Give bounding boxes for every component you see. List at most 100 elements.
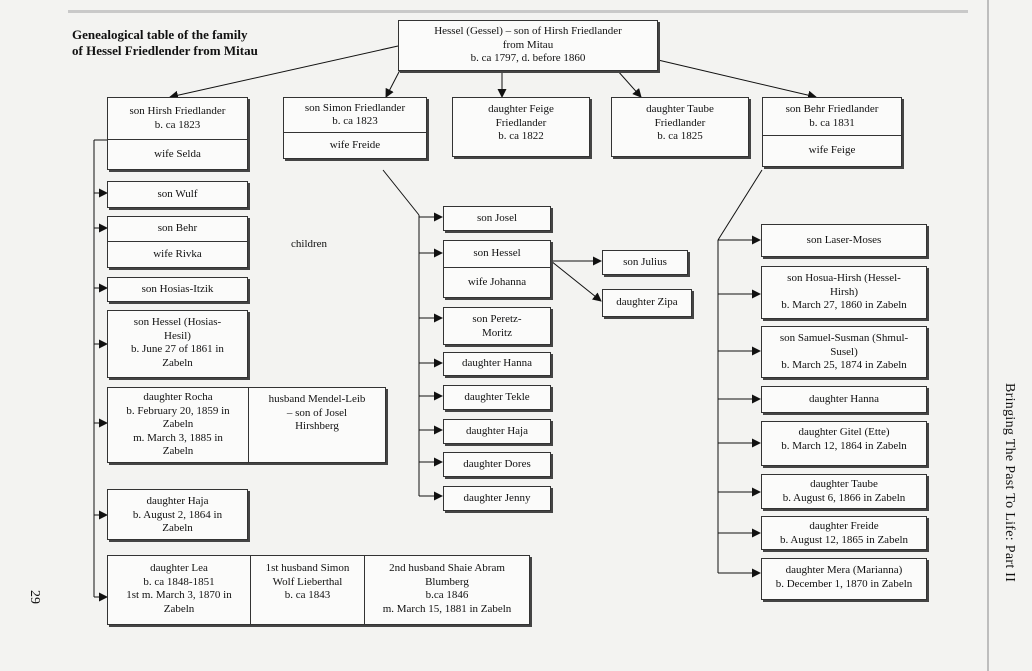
hosua-line-2: Hirsh) <box>829 285 859 298</box>
hosua-line-1: son Hosua-Hirsh (Hessel- <box>787 272 901 284</box>
behr-name: son Behr Friedlander <box>785 103 879 115</box>
zipa-label: daughter Zipa <box>616 296 678 309</box>
behr-son-label: son Behr <box>157 222 198 235</box>
rocha-line-1: daughter Rocha <box>143 391 213 404</box>
root-line-1: Hessel (Gessel) – son of Hirsh Friedland… <box>434 25 622 37</box>
son-behr-box: son Behr Friedlander b. ca 1831 wife Fei… <box>762 97 902 167</box>
behr-son-wife: wife Rivka <box>153 247 202 260</box>
daughter-tekle-box: daughter Tekle <box>443 385 551 410</box>
mera-line-2: b. December 1, 1870 in Zabeln <box>775 577 913 590</box>
lea-line-3: 1st m. March 3, 1870 in <box>126 589 232 601</box>
hirsh-wife: wife Selda <box>154 147 201 160</box>
samuel-line-1: son Samuel-Susman (Shmul- <box>779 332 909 344</box>
son-peretz-box: son Peretz- Moritz <box>443 307 551 345</box>
daughter-feige-box: daughter Feige Friedlander b. ca 1822 <box>452 97 590 157</box>
rocha-line-5: Zabeln <box>162 445 194 458</box>
hessel-h-line-1: son Hessel (Hosias- <box>133 316 222 328</box>
feige-line-3: b. ca 1822 <box>498 130 544 142</box>
hessel-h-line-2: Hesil) <box>164 329 191 342</box>
lea-husband2-2: Blumberg <box>425 575 469 588</box>
hanna-s-label: daughter Hanna <box>462 357 532 370</box>
page-number: 29 <box>27 590 42 604</box>
hessel-h-line-4: Zabeln <box>162 356 193 369</box>
son-hosua-hirsh-box: son Hosua-Hirsh (Hessel- Hirsh) b. March… <box>761 266 927 319</box>
taube-line-1: daughter Taube <box>646 103 714 115</box>
freide-line-2: b. August 12, 1865 in Zabeln <box>779 533 909 546</box>
rocha-husband-1: husband Mendel-Leib <box>268 393 366 405</box>
peretz-line-1: son Peretz- <box>472 313 522 325</box>
son-simon-box: son Simon Friedlander b. ca 1823 wife Fr… <box>283 97 427 159</box>
son-behr-of-hirsh-box: son Behr wife Rivka <box>107 216 248 268</box>
hirsh-name: son Hirsh Friedlander <box>129 105 226 117</box>
lea-husband1-2: Wolf Lieberthal <box>272 575 343 588</box>
laser-label: son Laser-Moses <box>806 233 882 246</box>
hosias-label: son Hosias-Itzik <box>141 282 214 295</box>
daughter-freide-box: daughter Freide b. August 12, 1865 in Za… <box>761 516 927 550</box>
daughter-haja-of-hirsh-box: daughter Haja b. August 2, 1864 in Zabel… <box>107 489 248 540</box>
daughter-hanna-of-behr-box: daughter Hanna <box>761 386 927 413</box>
rocha-husband-3: Hirshberg <box>295 420 339 432</box>
daughter-rocha-box: daughter Rocha b. February 20, 1859 in Z… <box>107 387 386 463</box>
son-laser-moses-box: son Laser-Moses <box>761 224 927 257</box>
root-line-2: from Mitau <box>502 38 554 51</box>
page-edge-rule <box>987 0 989 671</box>
haja-h-line-3: Zabeln <box>162 522 193 534</box>
lea-husband1-3: b. ca 1843 <box>284 589 331 601</box>
title-line-1: Genealogical table of the family <box>72 27 248 42</box>
son-samuel-susman-box: son Samuel-Susman (Shmul- Susel) b. Marc… <box>761 326 927 378</box>
daughter-jenny-box: daughter Jenny <box>443 486 551 511</box>
lea-husband1-1: 1st husband Simon <box>265 562 350 574</box>
daughter-gitel-box: daughter Gitel (Ette) b. March 12, 1864 … <box>761 421 927 466</box>
daughter-taube-of-behr-box: daughter Taube b. August 6, 1866 in Zabe… <box>761 474 927 509</box>
lea-husband2-3: b.ca 1846 <box>425 589 469 601</box>
son-julius-box: son Julius <box>602 250 688 275</box>
top-rule <box>68 10 968 13</box>
son-hirsh-box: son Hirsh Friedlander b. ca 1823 wife Se… <box>107 97 248 170</box>
samuel-line-3: b. March 25, 1874 in Zabeln <box>781 359 907 371</box>
josel-label: son Josel <box>476 211 518 224</box>
daughter-lea-box: daughter Lea b. ca 1848-1851 1st m. Marc… <box>107 555 530 625</box>
lea-line-1: daughter Lea <box>150 562 208 574</box>
son-wulf-box: son Wulf <box>107 181 248 208</box>
feige-line-1: daughter Feige <box>488 103 554 115</box>
hosua-line-3: b. March 27, 1860 in Zabeln <box>781 299 907 311</box>
rocha-husband-2: – son of Josel <box>286 406 348 419</box>
son-hessel-of-simon-box: son Hessel wife Johanna <box>443 240 551 298</box>
son-hosias-box: son Hosias-Itzik <box>107 277 248 302</box>
taube-line-3: b. ca 1825 <box>657 130 703 142</box>
book-title-sidebar: Bringing The Past To Life: Part II <box>1002 383 1017 583</box>
samuel-line-2: Susel) <box>830 345 858 358</box>
mera-line-1: daughter Mera (Marianna) <box>785 564 903 576</box>
rocha-line-2: b. February 20, 1859 in <box>126 404 230 417</box>
title-line-2: of Hessel Friedlender from Mitau <box>72 43 258 58</box>
tekle-label: daughter Tekle <box>464 390 530 403</box>
hanna-b-label: daughter Hanna <box>809 392 879 405</box>
daughter-dores-box: daughter Dores <box>443 452 551 477</box>
son-josel-box: son Josel <box>443 206 551 231</box>
peretz-line-2: Moritz <box>482 326 512 339</box>
julius-label: son Julius <box>623 255 667 268</box>
lea-husband2-1: 2nd husband Shaie Abram <box>389 562 505 574</box>
haja-h-line-2: b. August 2, 1864 in <box>132 508 223 521</box>
hirsh-birth: b. ca 1823 <box>154 118 201 131</box>
rocha-line-4: m. March 3, 1885 in <box>133 431 223 444</box>
lea-husband2-4: m. March 15, 1881 in Zabeln <box>382 602 512 615</box>
haja-h-line-1: daughter Haja <box>146 495 209 507</box>
jenny-label: daughter Jenny <box>463 491 531 504</box>
simon-name: son Simon Friedlander <box>304 101 406 114</box>
daughter-haja-of-simon-box: daughter Haja <box>443 419 551 444</box>
rocha-line-3: Zabeln <box>162 418 194 431</box>
root-hessel-box: Hessel (Gessel) – son of Hirsh Friedland… <box>398 20 658 71</box>
daughter-mera-box: daughter Mera (Marianna) b. December 1, … <box>761 558 927 600</box>
behr-wife: wife Feige <box>808 144 856 157</box>
lea-line-2: b. ca 1848-1851 <box>143 575 215 588</box>
son-hessel-hosias-box: son Hessel (Hosias- Hesil) b. June 27 of… <box>107 310 248 378</box>
lea-line-4: Zabeln <box>163 602 195 615</box>
freide-line-1: daughter Freide <box>809 520 879 532</box>
taube-b-line-2: b. August 6, 1866 in Zabeln <box>782 491 906 504</box>
chart-title: Genealogical table of the family of Hess… <box>72 27 258 59</box>
simon-birth: b. ca 1823 <box>332 115 378 127</box>
daughter-taube-box: daughter Taube Friedlander b. ca 1825 <box>611 97 749 157</box>
hessel-h-line-3: b. June 27 of 1861 in <box>131 343 224 355</box>
